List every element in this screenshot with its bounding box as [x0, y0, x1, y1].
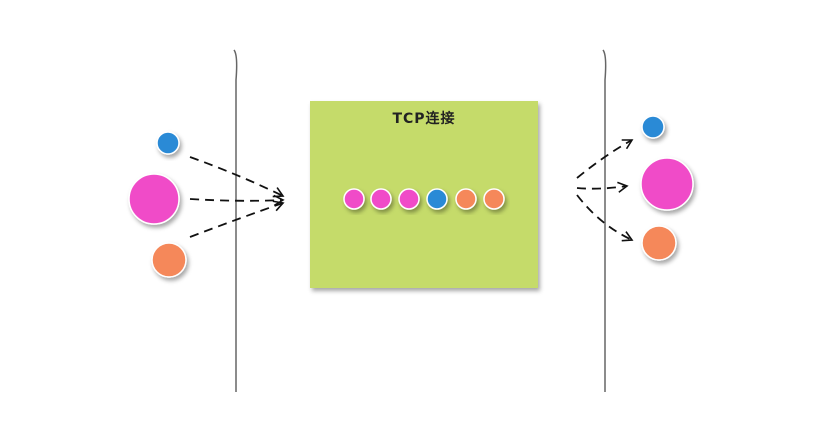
- queued-packet-pink: [370, 188, 392, 210]
- incoming-packet-pink: [128, 173, 180, 225]
- arrow-out-1: [576, 139, 634, 179]
- tcp-connection-title: TCP连接: [392, 111, 456, 127]
- arrow-out-2: [576, 181, 629, 193]
- tcp-connection-box: [310, 101, 538, 288]
- right-boundary-line: [602, 49, 607, 392]
- queued-packet-blue: [426, 188, 448, 210]
- arrow-in-1: [189, 156, 285, 198]
- queued-packet-pink: [343, 188, 365, 210]
- outgoing-packet-pink: [640, 157, 694, 211]
- outgoing-packet-blue: [641, 115, 665, 139]
- incoming-packet-blue: [156, 131, 180, 155]
- outgoing-packet-orange: [641, 225, 677, 261]
- queued-packet-orange: [455, 188, 477, 210]
- queued-packet-pink: [398, 188, 420, 210]
- arrow-in-2: [189, 194, 285, 207]
- queued-packet-orange: [483, 188, 505, 210]
- arrow-in-3: [189, 200, 285, 238]
- left-boundary-line: [233, 49, 238, 392]
- arrow-out-3: [576, 194, 634, 242]
- incoming-packet-orange: [151, 242, 187, 278]
